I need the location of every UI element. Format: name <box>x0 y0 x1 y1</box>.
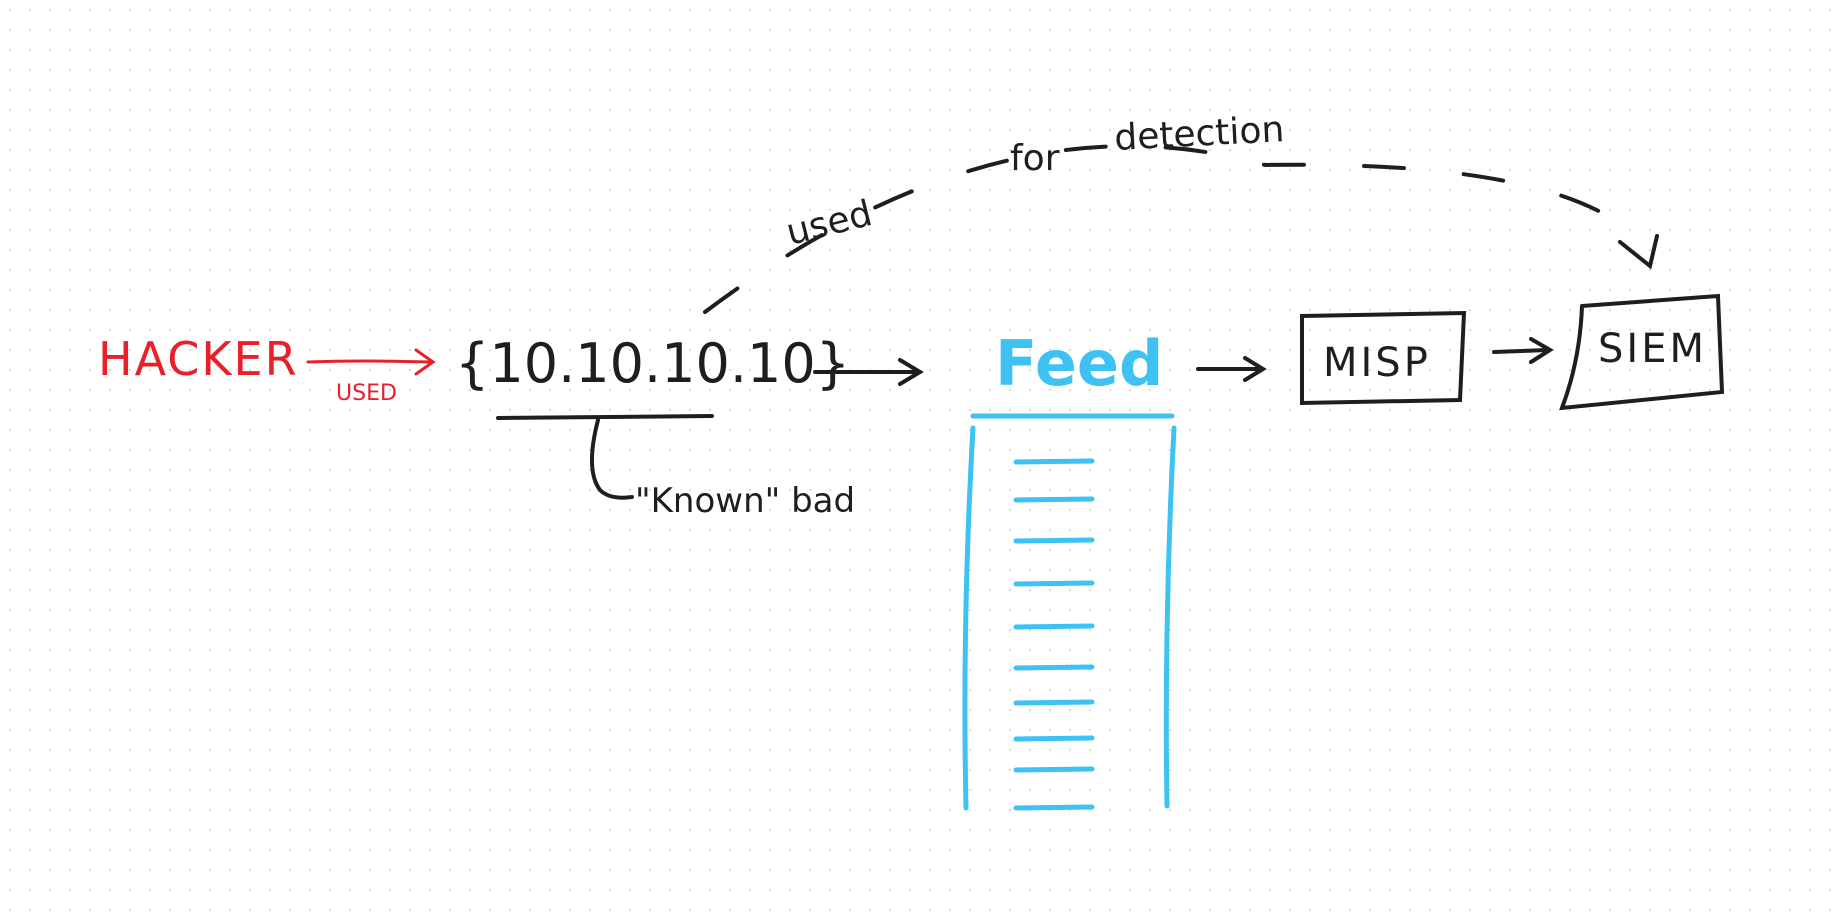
feed-item <box>1013 664 1095 671</box>
siem-label: SIEM <box>1598 326 1707 372</box>
arc-label-for: for <box>1010 138 1060 179</box>
arc-label-used: used <box>782 193 876 254</box>
used-arrow <box>306 348 436 376</box>
feed-item <box>1013 804 1095 811</box>
ip-note: "Known" bad <box>635 481 855 521</box>
feed-item <box>1013 537 1095 544</box>
used-edge-label: USED <box>336 381 397 406</box>
arrow-ip-to-feed <box>813 358 924 386</box>
feed-item <box>1013 496 1095 503</box>
misp-label: MISP <box>1323 340 1431 386</box>
feed-item <box>1013 458 1095 465</box>
arrow-misp-to-siem <box>1492 337 1554 364</box>
feed-item <box>1013 623 1095 630</box>
misp-box <box>1300 310 1467 406</box>
arrow-feed-to-misp <box>1196 356 1267 382</box>
feed-label: Feed <box>995 327 1163 400</box>
feed-item <box>1013 580 1095 587</box>
hacker-label: HACKER <box>98 332 299 386</box>
ip-underline-connector <box>496 414 714 500</box>
feed-item <box>1013 735 1095 742</box>
feed-item <box>1013 699 1095 706</box>
arc-label-detection: detection <box>1113 109 1285 159</box>
siem-box <box>1558 293 1725 411</box>
feed-item <box>1013 766 1095 773</box>
feed-list <box>962 413 1177 811</box>
ip-label: {10.10.10.10} <box>455 332 850 395</box>
detection-arc <box>703 144 1659 314</box>
